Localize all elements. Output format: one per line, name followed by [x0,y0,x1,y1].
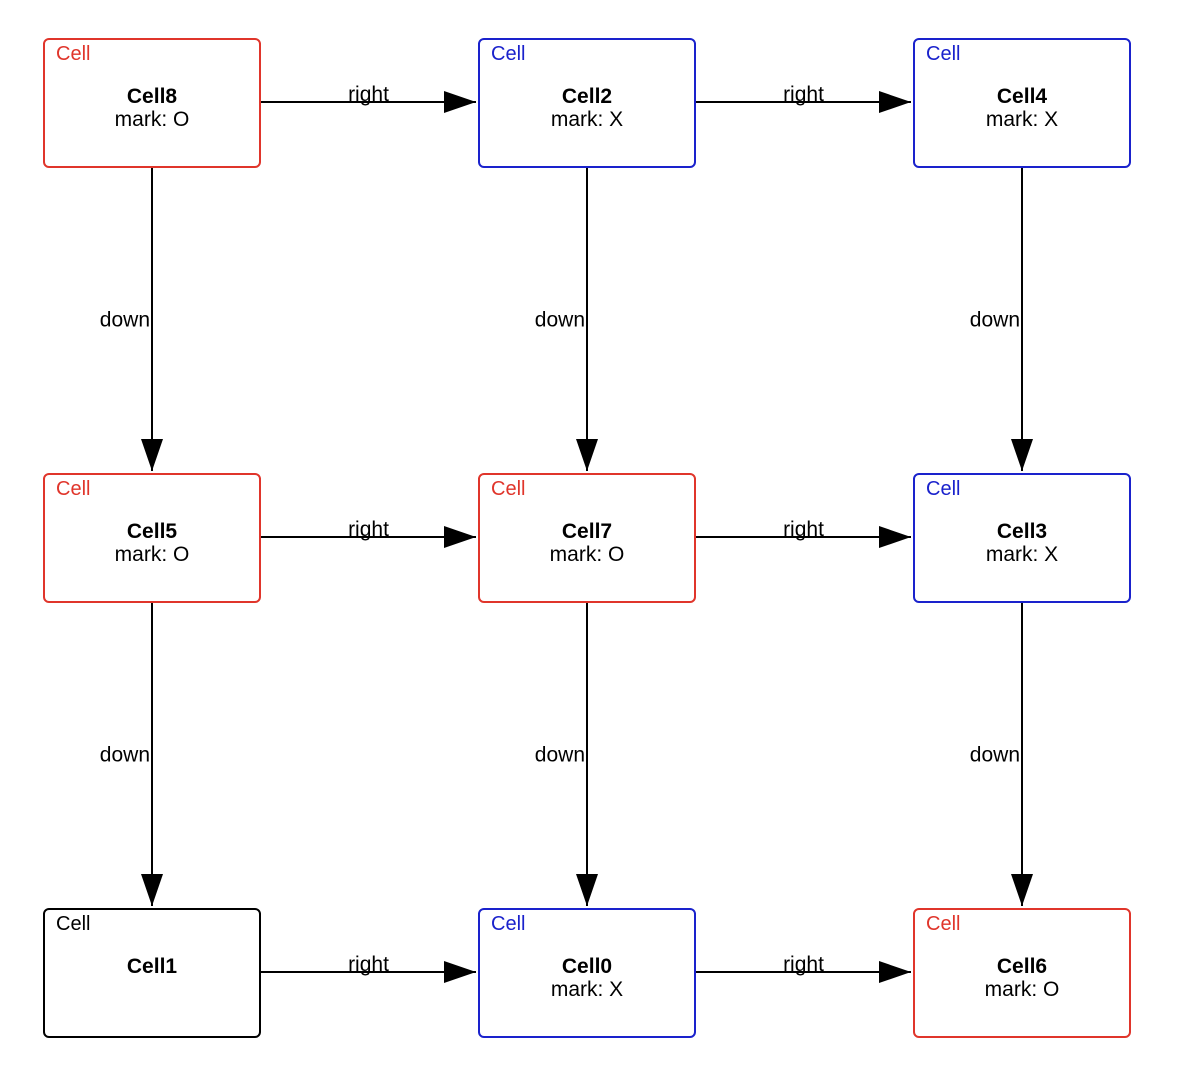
node-name: Cell5 [126,520,178,543]
node-name: Cell7 [561,520,613,543]
node-stereotype: Cell [56,43,91,65]
node-stereotype: Cell [926,913,961,935]
node-cell5[interactable]: Cell Cell5 mark: O [43,473,261,603]
node-cell2[interactable]: Cell Cell2 mark: X [478,38,696,168]
node-cell3[interactable]: Cell Cell3 mark: X [913,473,1131,603]
node-attr: mark: O [984,978,1060,1001]
node-cell0[interactable]: Cell Cell0 mark: X [478,908,696,1038]
node-name: Cell2 [561,85,613,108]
node-cell6[interactable]: Cell Cell6 mark: O [913,908,1131,1038]
edge-label: down [100,744,150,767]
node-stereotype: Cell [491,43,526,65]
node-attr: mark: X [985,543,1059,566]
node-cell1[interactable]: Cell Cell1 [43,908,261,1038]
edge-label: down [535,744,585,767]
node-stereotype: Cell [926,478,961,500]
edge-label: down [970,309,1020,332]
node-cell8[interactable]: Cell Cell8 mark: O [43,38,261,168]
node-name: Cell3 [996,520,1048,543]
edge-label: right [783,83,824,106]
edge-label: right [348,953,389,976]
node-attr: mark: X [550,108,624,131]
node-attr: mark: O [114,108,190,131]
edge-label: right [348,518,389,541]
node-name: Cell0 [561,955,613,978]
node-name: Cell4 [996,85,1048,108]
node-stereotype: Cell [56,913,91,935]
edge-label: down [970,744,1020,767]
edge-label: right [783,953,824,976]
node-stereotype: Cell [56,478,91,500]
node-name: Cell1 [126,955,178,978]
node-stereotype: Cell [491,478,526,500]
node-attr: mark: X [550,978,624,1001]
node-name: Cell6 [996,955,1048,978]
edge-label: down [100,309,150,332]
node-stereotype: Cell [926,43,961,65]
edge-label: down [535,309,585,332]
node-cell7[interactable]: Cell Cell7 mark: O [478,473,696,603]
node-stereotype: Cell [491,913,526,935]
node-attr: mark: X [985,108,1059,131]
node-cell4[interactable]: Cell Cell4 mark: X [913,38,1131,168]
node-name: Cell8 [126,85,178,108]
node-attr: mark: O [549,543,625,566]
node-attr: mark: O [114,543,190,566]
edge-label: right [783,518,824,541]
edge-label: right [348,83,389,106]
